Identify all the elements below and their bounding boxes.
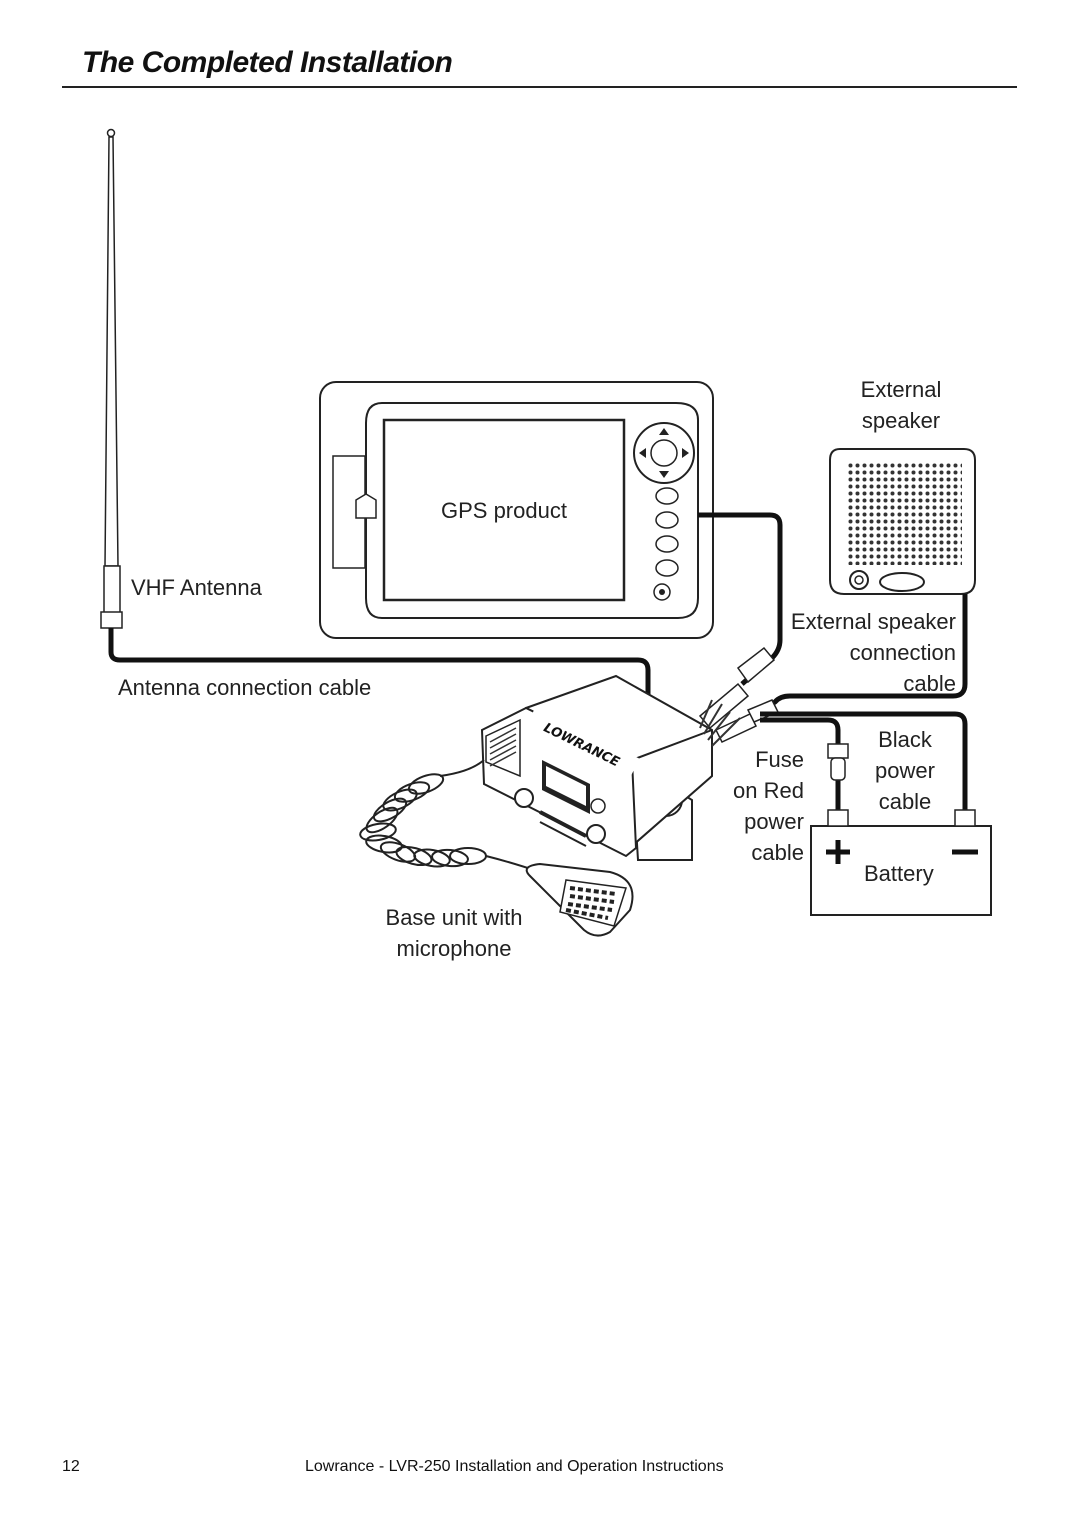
fuse <box>827 743 849 781</box>
speaker-cable-label: External speaker connection cable <box>790 609 956 696</box>
speaker-cable <box>760 594 968 713</box>
gps-product-label: GPS product <box>441 498 567 523</box>
fuse-label: Fuse on Red power cable <box>733 747 804 865</box>
microphone-cord <box>359 759 541 873</box>
base-unit-label: Base unit with microphone <box>385 905 523 961</box>
battery-label: Battery <box>864 861 934 886</box>
title-rule <box>62 86 1017 88</box>
page-number: 12 <box>62 1458 80 1475</box>
red-power-cable <box>760 717 841 810</box>
gps-product <box>319 381 714 639</box>
antenna-cable-label: Antenna connection cable <box>118 675 372 700</box>
vhf-antenna <box>100 128 123 629</box>
footer-text: Lowrance - LVR-250 Installation and Oper… <box>305 1458 724 1475</box>
gps-cable <box>698 512 783 686</box>
external-speaker <box>829 448 976 595</box>
battery <box>810 809 992 916</box>
external-speaker-label: External speaker <box>860 377 942 433</box>
black-power-cable-label: Black power cable <box>875 727 935 814</box>
antenna-cable <box>108 628 651 700</box>
black-power-cable <box>760 711 968 810</box>
microphone <box>525 862 634 937</box>
page-title: The Completed Installation <box>82 46 453 79</box>
base-unit: LOWRANCE <box>480 674 741 861</box>
vhf-antenna-label: VHF Antenna <box>131 575 262 600</box>
